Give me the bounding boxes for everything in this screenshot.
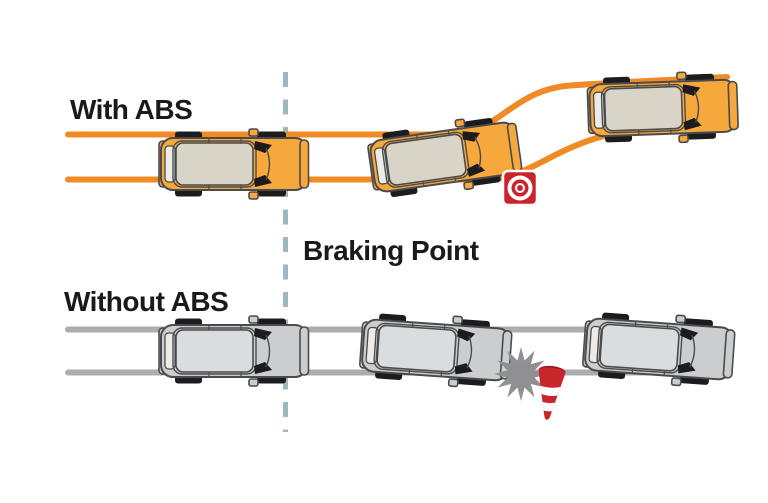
car-with-abs-steering <box>364 110 525 204</box>
with-abs-label: With ABS <box>70 94 193 125</box>
target-bullseye-icon <box>501 169 539 207</box>
car-without-abs-crashed <box>580 307 737 391</box>
car-without-abs-before-braking <box>158 315 310 387</box>
without-abs-label: Without ABS <box>64 286 229 317</box>
car-without-abs-skidding <box>357 308 514 392</box>
braking-point-label: Braking Point <box>303 235 479 266</box>
car-with-abs-avoided <box>585 69 740 147</box>
crash-burst-icon <box>494 347 548 401</box>
traffic-cone-icon <box>537 365 566 420</box>
car-with-abs-before-braking <box>158 128 310 200</box>
